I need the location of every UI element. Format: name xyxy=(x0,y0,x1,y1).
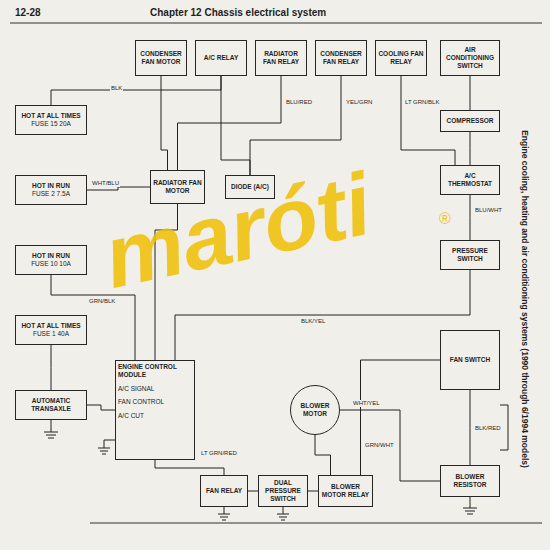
pin-name: FUSE 2 7.5A xyxy=(32,190,70,198)
wire xyxy=(361,360,441,475)
thermostat-box: A/C THERMOSTAT xyxy=(440,165,500,195)
component-name: BLOWER MOTOR RELAY xyxy=(321,483,370,499)
switch-box: AIR CONDITIONING SWITCH xyxy=(440,40,500,76)
wire xyxy=(308,491,318,492)
component-name: A/C THERMOSTAT xyxy=(443,172,497,188)
wire xyxy=(87,187,150,190)
relay-box: RADIATOR FAN RELAY xyxy=(255,40,307,76)
wire xyxy=(470,195,471,240)
wire-color: WHT/YEL xyxy=(352,400,381,407)
fuse-box: HOT AT ALL TIMESFUSE 15 20A xyxy=(15,105,87,135)
wire xyxy=(51,76,221,105)
wire-color: GRN/WHT xyxy=(364,442,395,449)
wire xyxy=(470,132,471,165)
wire xyxy=(221,76,250,175)
page-number: 12-28 xyxy=(14,7,42,19)
motor-circle: BLOWER MOTOR xyxy=(290,385,340,435)
fuse-box: HOT IN RUNFUSE 10 10A xyxy=(15,245,87,275)
wire xyxy=(87,405,115,410)
relay-box: FAN RELAY xyxy=(200,475,248,507)
wire-color: BLK xyxy=(110,85,123,92)
wire-color: BLU/WHT xyxy=(474,207,503,214)
motor-box: RADIATOR FAN MOTOR xyxy=(150,170,205,204)
wire-color: BLU/RED xyxy=(285,99,313,106)
wire-color: WHT/BLU xyxy=(91,180,120,187)
relay-box: COOLING FAN RELAY xyxy=(375,40,427,76)
pin-name: A/C SIGNAL xyxy=(118,385,154,393)
component-name: HOT AT ALL TIMES xyxy=(21,112,80,120)
fuse-box: HOT AT ALL TIMESFUSE 1 40A xyxy=(15,315,87,345)
component-name: COMPRESSOR xyxy=(447,117,494,125)
page-title: Chapter 12 Chassis electrical system xyxy=(150,7,326,18)
wire-color: BLK/YEL xyxy=(300,318,326,325)
component-name: RADIATOR FAN RELAY xyxy=(258,50,304,66)
pin-name: FUSE 15 20A xyxy=(31,120,71,128)
relay-box: A/C RELAY xyxy=(195,40,247,76)
figure-caption: Engine cooling, heating and air conditio… xyxy=(520,89,530,509)
component-name: HOT IN RUN xyxy=(32,252,70,260)
wire xyxy=(51,345,52,390)
wire xyxy=(155,460,224,475)
component-name: HOT IN RUN xyxy=(32,182,70,190)
component-name: CONDENSER FAN MOTOR xyxy=(138,50,184,66)
component-name: DUAL PRESSURE SWITCH xyxy=(261,479,305,502)
control-module: ENGINE CONTROL MODULE A/C SIGNAL FAN CONTR… xyxy=(115,360,195,460)
resistor-box: BLOWER RESISTOR xyxy=(440,465,500,497)
component-name: A/C RELAY xyxy=(204,54,238,62)
wire-color: LT GRN/BLK xyxy=(404,99,440,106)
component-name: FAN RELAY xyxy=(206,487,242,495)
switch-box: FAN SWITCH xyxy=(440,330,500,390)
wire-color: YEL/GRN xyxy=(345,99,373,106)
component-name: AUTOMATIC TRANSAXLE xyxy=(18,397,84,413)
component-name: FAN SWITCH xyxy=(450,356,490,364)
wire xyxy=(470,390,471,465)
component-name: BLOWER RESISTOR xyxy=(443,473,497,489)
wire xyxy=(178,76,282,170)
transaxle-box: AUTOMATIC TRANSAXLE xyxy=(15,390,87,420)
watermark-mark: ® xyxy=(438,210,452,228)
wire xyxy=(248,491,258,492)
wire xyxy=(340,410,440,481)
wire-color: BLK/RED xyxy=(474,425,502,432)
wire xyxy=(470,76,471,110)
diode-box: DIODE (A/C) xyxy=(225,175,275,199)
fuse-box: HOT IN RUNFUSE 2 7.5A xyxy=(15,175,87,205)
wire xyxy=(161,76,168,170)
component-name: HOT AT ALL TIMES xyxy=(21,322,80,330)
compressor-box: COMPRESSOR xyxy=(440,110,500,132)
component-name: PRESSURE SWITCH xyxy=(443,247,497,263)
component-name: ENGINE CONTROL MODULE xyxy=(118,363,192,379)
component-name: CONDENSER FAN RELAY xyxy=(318,50,364,66)
relay-box: CONDENSER FAN RELAY xyxy=(315,40,367,76)
wire-color: LT GRN/RED xyxy=(200,450,238,457)
pin-name: A/C CUT xyxy=(118,412,144,420)
pin-name: FAN CONTROL xyxy=(118,398,164,406)
pin-name: FUSE 1 40A xyxy=(33,330,69,338)
switch-box: DUAL PRESSURE SWITCH xyxy=(258,475,308,507)
component-name: RADIATOR FAN MOTOR xyxy=(153,179,202,195)
switch-box: PRESSURE SWITCH xyxy=(440,240,500,270)
wire xyxy=(250,76,341,175)
component-name: BLOWER MOTOR xyxy=(293,402,337,418)
component-name: AIR CONDITIONING SWITCH xyxy=(443,46,497,69)
wire xyxy=(315,435,331,475)
wire xyxy=(175,270,470,360)
pin-name: FUSE 10 10A xyxy=(31,260,71,268)
wire-color: GRN/BLK xyxy=(88,298,116,305)
component-name: DIODE (A/C) xyxy=(231,183,269,191)
component-name: COOLING FAN RELAY xyxy=(378,50,424,66)
motor-box: CONDENSER FAN MOTOR xyxy=(135,40,187,76)
relay-box: BLOWER MOTOR RELAY xyxy=(318,475,373,507)
